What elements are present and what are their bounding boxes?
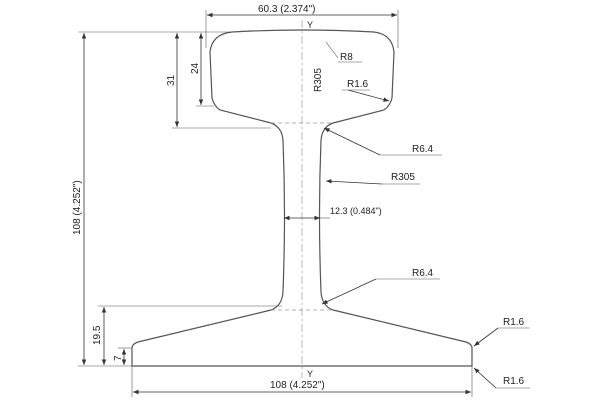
r16-base-bottom-leader [473, 367, 497, 389]
head-height-outer-label: 31 [166, 74, 177, 86]
r64-top-label: R6.4 [412, 144, 434, 155]
r305-web-label: R305 [391, 172, 415, 183]
r16-base-bottom-label: R1.6 [503, 376, 525, 387]
r16-head-label: R1.6 [347, 79, 369, 90]
axis-label-top: Y [307, 20, 313, 30]
r16-base-top-label: R1.6 [503, 317, 525, 328]
r8-label: R8 [340, 52, 353, 63]
r8-leader [325, 41, 339, 59]
r64-top-leader [323, 127, 381, 156]
r64-bottom-leader [321, 278, 377, 305]
base-zone-label: 19.5 [92, 325, 103, 345]
base-width-label: 108 (4.252") [270, 380, 325, 391]
r64-bottom-label: R6.4 [412, 268, 434, 279]
rail-profile-outline [131, 29, 473, 367]
r305-crown-label: R305 [313, 68, 324, 92]
head-width-label: 60.3 (2.374") [258, 4, 315, 15]
r16-head-leader [347, 89, 390, 102]
base-edge-label: 7 [113, 355, 124, 361]
web-thickness-label: 12.3 (0.484") [330, 206, 382, 216]
total-height-label: 108 (4.252") [72, 180, 83, 235]
axis-label-bottom: Y [307, 369, 313, 379]
r16-base-top-leader [473, 327, 499, 347]
head-height-inner-label: 24 [190, 62, 201, 74]
r305-web-leader [325, 179, 383, 185]
